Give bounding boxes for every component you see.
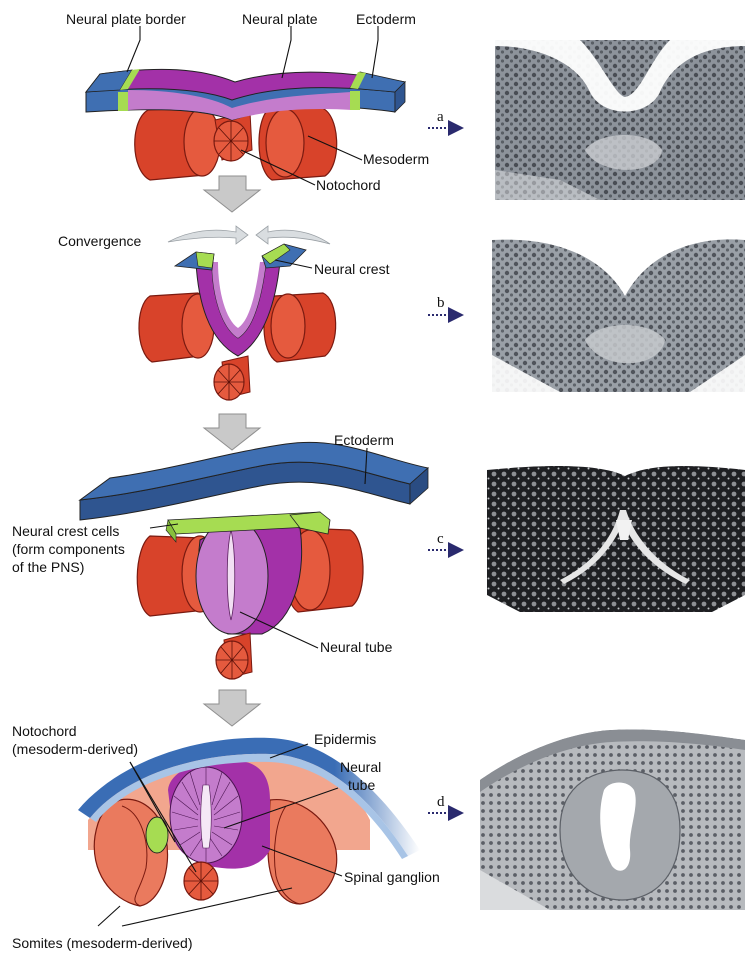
- label-notochord-a: Notochord: [316, 177, 381, 193]
- ectoderm-sheet-c: [80, 442, 428, 520]
- label-neural-plate-border: Neural plate border: [66, 11, 186, 27]
- micrograph-d: [480, 720, 745, 910]
- stage-c-diagram: Ectoderm Neural crest cells (form compon…: [12, 432, 428, 679]
- stage-progress-arrow-3: [204, 690, 260, 726]
- label-neural-tube-c: Neural tube: [320, 639, 393, 655]
- stage-d-diagram: Notochord (mesoderm-derived) Epidermis N…: [12, 723, 440, 951]
- stage-b-diagram: Convergence Neural crest: [58, 226, 390, 400]
- stage-a-diagram: Neural plate border Neural plate Ectoder…: [66, 11, 429, 193]
- stage-c-pointer: c: [428, 531, 462, 550]
- stage-b-pointer: b: [428, 295, 462, 315]
- label-neural-plate: Neural plate: [242, 11, 318, 27]
- stage-letter-b: b: [437, 295, 445, 311]
- stage-progress-arrow-2: [204, 414, 260, 450]
- convergence-arrows: [168, 226, 330, 244]
- notochord-cylinder-c: [216, 633, 252, 679]
- label-somites: Somites (mesoderm-derived): [12, 935, 193, 951]
- stage-letter-c: c: [437, 531, 444, 547]
- notochord-cylinder-b: [214, 356, 250, 400]
- label-neural-crest-cells-1: Neural crest cells: [12, 523, 119, 539]
- micrograph-c: [487, 462, 745, 612]
- stage-letter-d: d: [437, 794, 445, 810]
- stage-progress-arrow-1: [204, 176, 260, 212]
- label-neural-tube-d-1: Neural: [340, 759, 381, 775]
- label-epidermis: Epidermis: [314, 731, 376, 747]
- label-notochord-d-2: (mesoderm-derived): [12, 741, 138, 757]
- label-spinal-ganglion: Spinal ganglion: [344, 869, 440, 885]
- stage-letter-a: a: [437, 109, 444, 125]
- label-neural-crest-cells-2: (form components: [12, 541, 125, 557]
- label-neural-tube-d-2: tube: [348, 777, 375, 793]
- micrograph-b: [492, 230, 745, 392]
- stage-d-pointer: d: [428, 794, 462, 813]
- notochord-disc-d: [184, 862, 218, 900]
- stage-a-pointer: a: [428, 109, 462, 128]
- label-notochord-d-1: Notochord: [12, 723, 77, 739]
- label-ectoderm-a: Ectoderm: [356, 11, 416, 27]
- label-ectoderm-c: Ectoderm: [334, 432, 394, 448]
- label-mesoderm: Mesoderm: [363, 151, 429, 167]
- label-neural-crest: Neural crest: [314, 261, 390, 277]
- micrograph-a: [495, 40, 745, 200]
- label-neural-crest-cells-3: of the PNS): [12, 559, 84, 575]
- label-convergence: Convergence: [58, 233, 141, 249]
- neural-plate-sheet: [86, 69, 405, 120]
- neural-tube-d: [168, 760, 270, 869]
